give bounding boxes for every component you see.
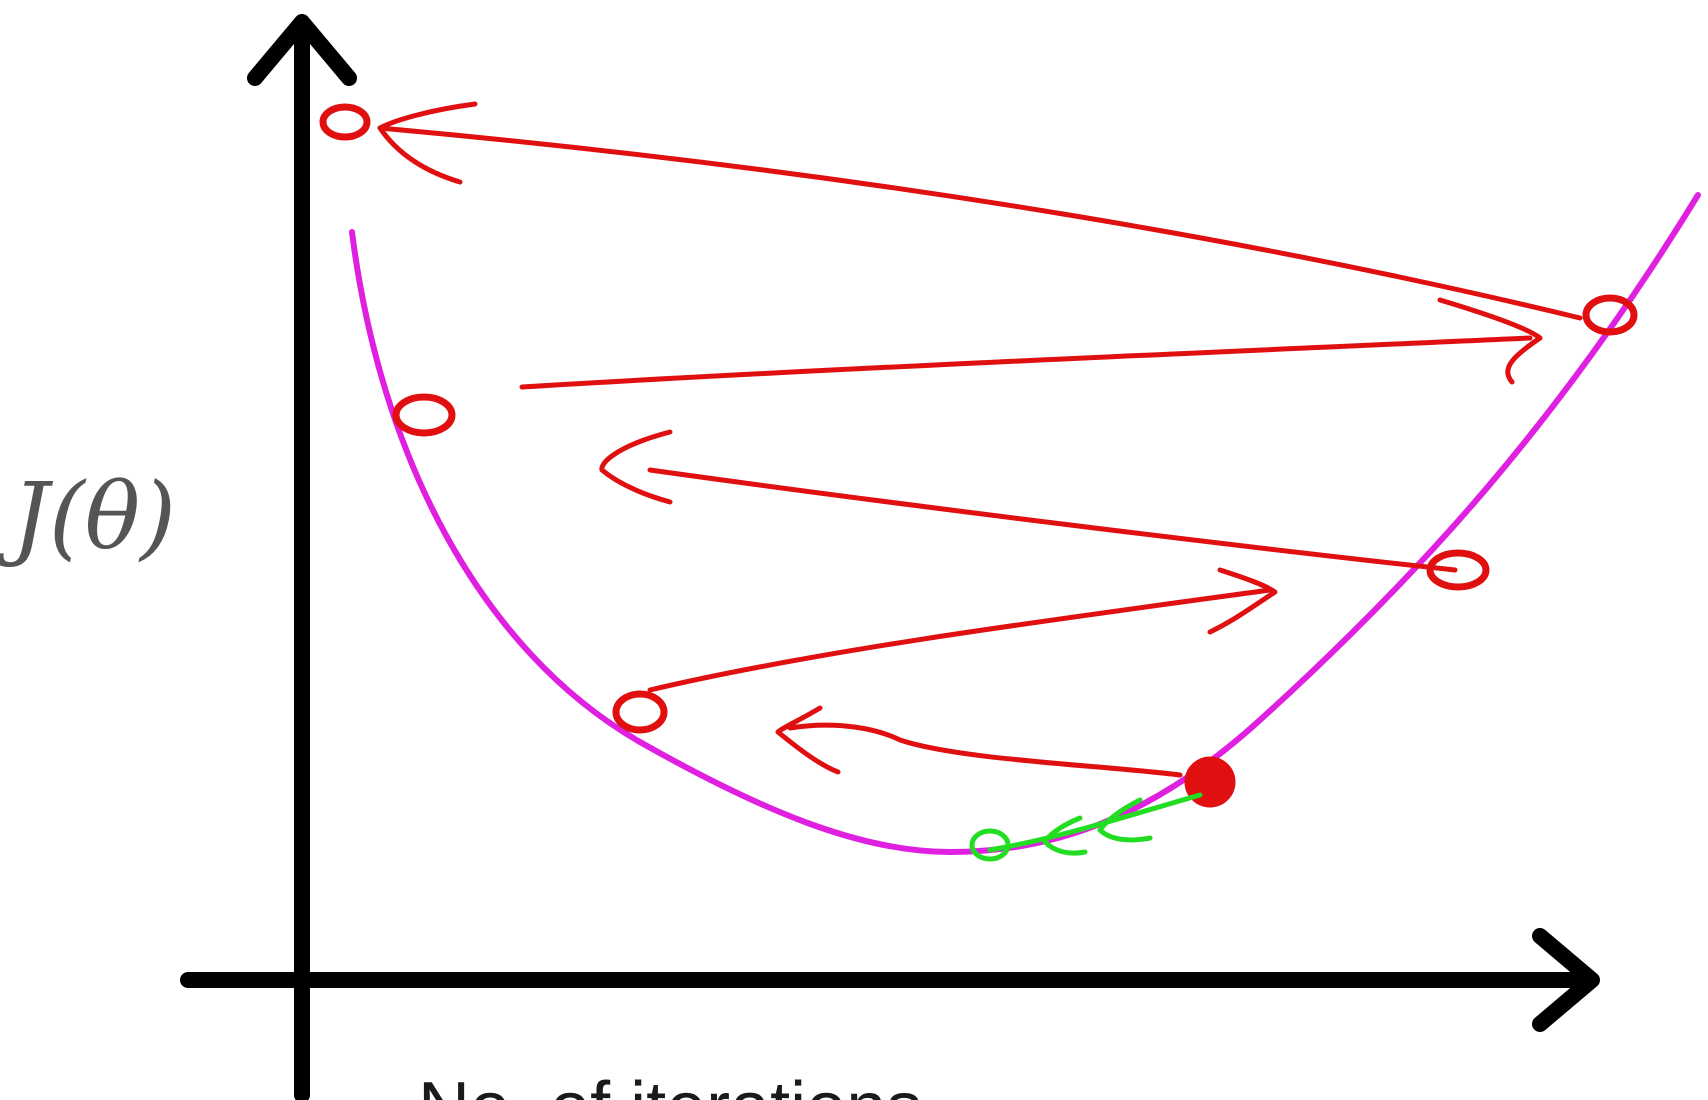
iteration-point-1 bbox=[612, 690, 668, 734]
step-arrow-3 bbox=[647, 467, 1458, 573]
converging-step-head-2 bbox=[1042, 815, 1088, 856]
converging-step-line bbox=[987, 792, 1203, 853]
step-arrow-5-head bbox=[377, 101, 478, 185]
x-axis-label: No. of iterations bbox=[418, 1068, 922, 1100]
step-arrow-1 bbox=[787, 722, 1183, 778]
y-axis-arrowhead bbox=[247, 14, 357, 86]
iteration-points bbox=[319, 103, 1638, 808]
converging-step-arrows bbox=[969, 792, 1203, 862]
diverging-step-arrows bbox=[377, 101, 1583, 778]
y-axis-label: J(θ) bbox=[0, 463, 176, 570]
axes bbox=[180, 14, 1600, 1100]
iteration-point-2 bbox=[1426, 549, 1490, 591]
cost-curve bbox=[349, 192, 1701, 856]
converging-step-head-1 bbox=[1097, 797, 1153, 843]
step-arrow-1-head bbox=[775, 705, 841, 775]
iteration-point-3 bbox=[392, 393, 456, 437]
x-axis-arrowhead bbox=[1532, 928, 1600, 1032]
iteration-point-4 bbox=[1582, 294, 1638, 336]
iteration-point-5 bbox=[319, 103, 371, 141]
step-arrow-4-head bbox=[1437, 297, 1543, 385]
step-arrow-4 bbox=[519, 335, 1533, 390]
step-arrow-5 bbox=[377, 125, 1583, 321]
step-arrow-2 bbox=[647, 587, 1273, 693]
converging-point bbox=[969, 828, 1011, 862]
step-arrow-2-head bbox=[1207, 567, 1278, 635]
step-arrow-3-head bbox=[599, 429, 673, 505]
